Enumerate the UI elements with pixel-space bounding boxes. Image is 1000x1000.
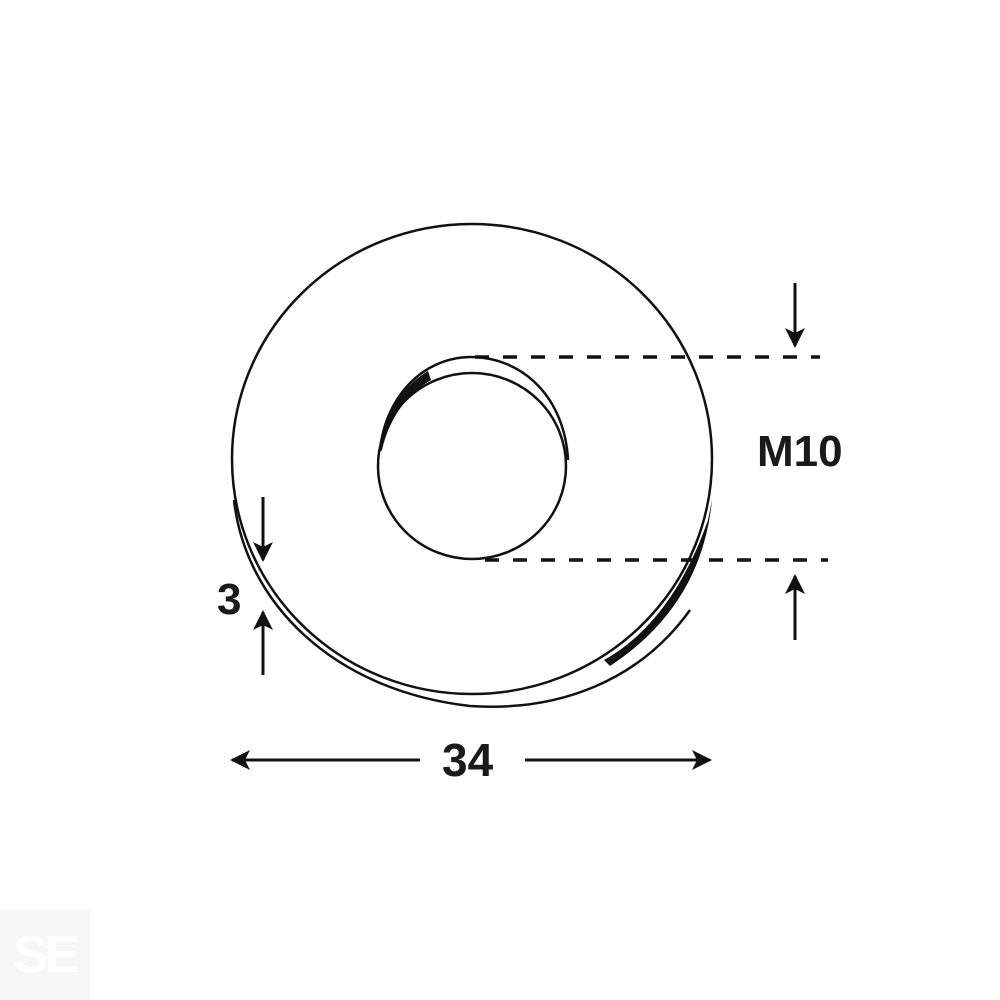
thickness-label: 3 bbox=[217, 575, 242, 624]
inner-diameter-label: M10 bbox=[757, 427, 843, 476]
m10-extension-lines bbox=[475, 355, 828, 562]
hole-edge-shading bbox=[380, 371, 431, 452]
watermark-logo: SE bbox=[0, 910, 90, 1000]
washer-hole bbox=[376, 355, 570, 561]
washer-outer-edge bbox=[230, 222, 714, 708]
washer-edge-shading bbox=[604, 500, 712, 666]
outer-diameter-label: 34 bbox=[442, 734, 494, 786]
